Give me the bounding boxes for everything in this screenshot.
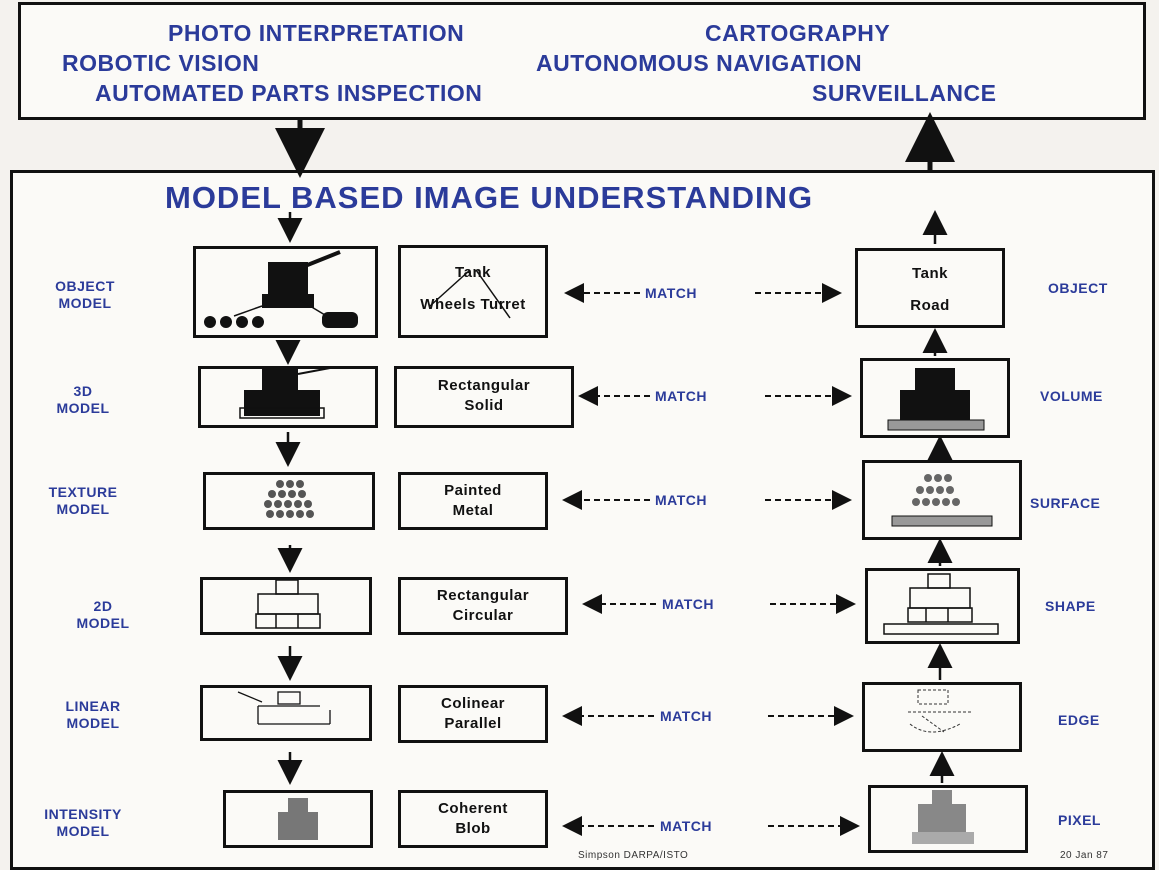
tank-3d-pictogram [239,367,331,419]
tank-tree-lines [429,269,511,319]
match-label-object: MATCH [645,285,698,301]
data-level-object: OBJECT [1048,280,1108,296]
match-label-volume: MATCH [655,388,708,404]
data-level-shape: SHAPE [1045,598,1096,614]
object-description-box [398,245,548,338]
3d-model-text: 3D MODEL [56,383,110,416]
surface-observed-box [862,460,1022,540]
2d-description-text: Rectangular Circular [436,587,530,624]
label-3d-model: 3D MODEL [28,383,138,417]
applications-box [18,2,1146,120]
intensity-description-box [398,790,548,848]
3d-description-text: Rectangular Solid [437,377,531,414]
3d-description-box [394,366,574,428]
object-model-text: OBJECT MODEL [55,278,115,311]
2d-description-box [398,577,568,635]
texture-pictogram [264,480,314,518]
match-arrows [562,283,860,836]
app-cartography: CARTOGRAPHY [705,20,891,46]
data-level-pixel: PIXEL [1058,812,1101,828]
2d-model-image-box [200,577,372,635]
data-level-volume: VOLUME [1040,388,1103,404]
intensity-description-text: Coherent Blob [438,800,508,837]
intensity-model-text: INTENSITY MODEL [44,806,122,839]
volume-pictogram [887,368,985,431]
texture-model-text: TEXTURE MODEL [48,484,118,517]
label-linear-model: LINEAR MODEL [38,698,148,732]
2d-model-text: 2D MODEL [76,598,130,631]
credit-text: Simpson DARPA/ISTO [578,850,689,861]
app-robotic-vision: ROBOTIC VISION [62,50,260,76]
right-up-arrows [922,210,955,783]
match-label-surface: MATCH [655,492,708,508]
match-label-shape: MATCH [662,596,715,612]
app-surveillance: SURVEILLANCE [812,80,997,106]
texture-description-text: Painted Metal [444,482,502,519]
intensity-blob-pictogram [278,798,318,840]
line-edges-pictogram [237,691,331,725]
label-object-model: OBJECT MODEL [30,278,140,312]
shape-observed-pictogram [883,573,999,635]
diagram-title: MODEL BASED IMAGE UNDERSTANDING [165,180,814,215]
app-automated-parts-inspection: AUTOMATED PARTS INSPECTION [95,80,483,106]
date-text: 20 Jan 87 [1060,850,1109,861]
data-level-edge: EDGE [1058,712,1100,728]
linear-description-text: Colinear Parallel [440,695,505,732]
shape-observed-box [865,568,1020,644]
object-observed-text: Tank Road [910,265,950,314]
linear-description-box [398,685,548,743]
app-photo-interpretation: PHOTO INTERPRETATION [168,20,465,46]
tank-parts-pictogram [204,250,358,328]
linear-model-text: LINEAR MODEL [65,698,121,731]
edge-observed-box [862,682,1022,752]
object-observed-box [855,248,1005,328]
label-texture-model: TEXTURE MODEL [28,484,138,518]
shape-2d-pictogram [255,579,321,629]
surface-pictogram [891,474,993,527]
data-level-surface: SURFACE [1030,495,1101,511]
edge-observed-pictogram [908,689,972,733]
texture-description-box [398,472,548,530]
match-label-edge: MATCH [660,708,713,724]
label-2d-model: 2D MODEL [48,598,158,632]
label-intensity-model: INTENSITY MODEL [28,806,138,840]
app-autonomous-navigation: AUTONOMOUS NAVIGATION [536,50,863,76]
pixel-observed-pictogram [912,790,974,844]
match-label-pixel: MATCH [660,818,713,834]
linear-model-image-box [200,685,372,741]
left-down-arrows [275,212,303,785]
object-description-text: Tank Wheels Turret [420,264,526,313]
